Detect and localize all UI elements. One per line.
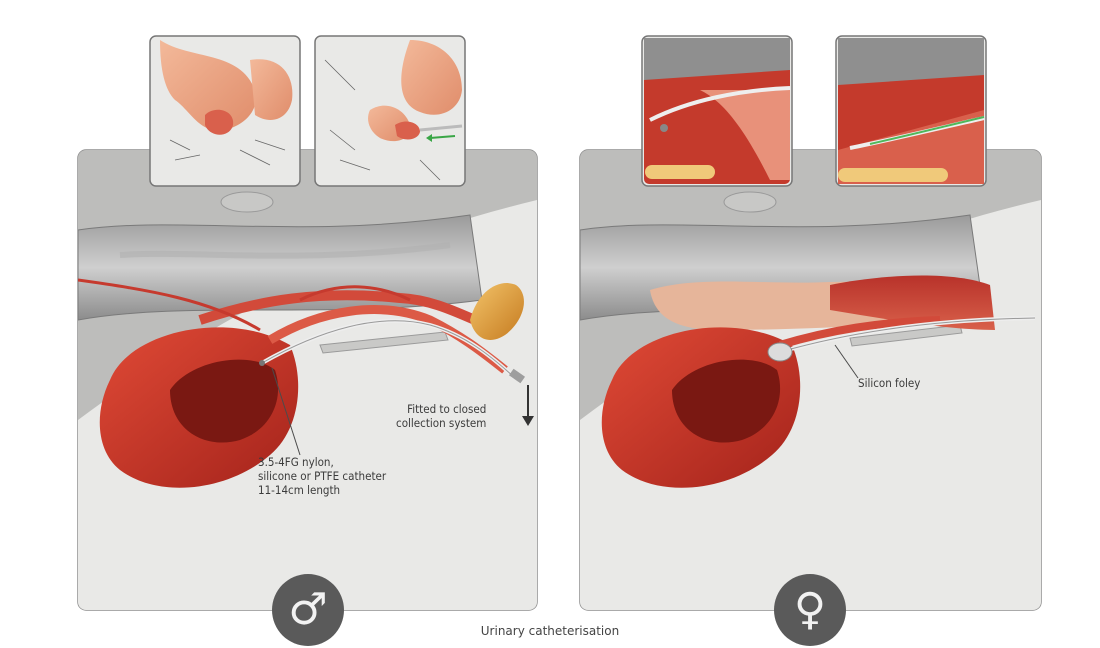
female-inset-2 <box>836 36 986 186</box>
female-panel <box>580 150 1041 610</box>
foley-label: Silicon foley <box>858 376 920 390</box>
female-inset-1 <box>642 36 792 186</box>
figure-caption: Urinary catheterisation <box>0 624 1100 638</box>
male-catheter-label: 3.5-4FG nylon, silicone or PTFE catheter… <box>258 455 386 497</box>
male-inset-2 <box>315 36 465 186</box>
collection-system-label: Fitted to closed collection system <box>396 402 486 430</box>
male-panel <box>78 150 537 610</box>
male-inset-1 <box>150 36 300 186</box>
